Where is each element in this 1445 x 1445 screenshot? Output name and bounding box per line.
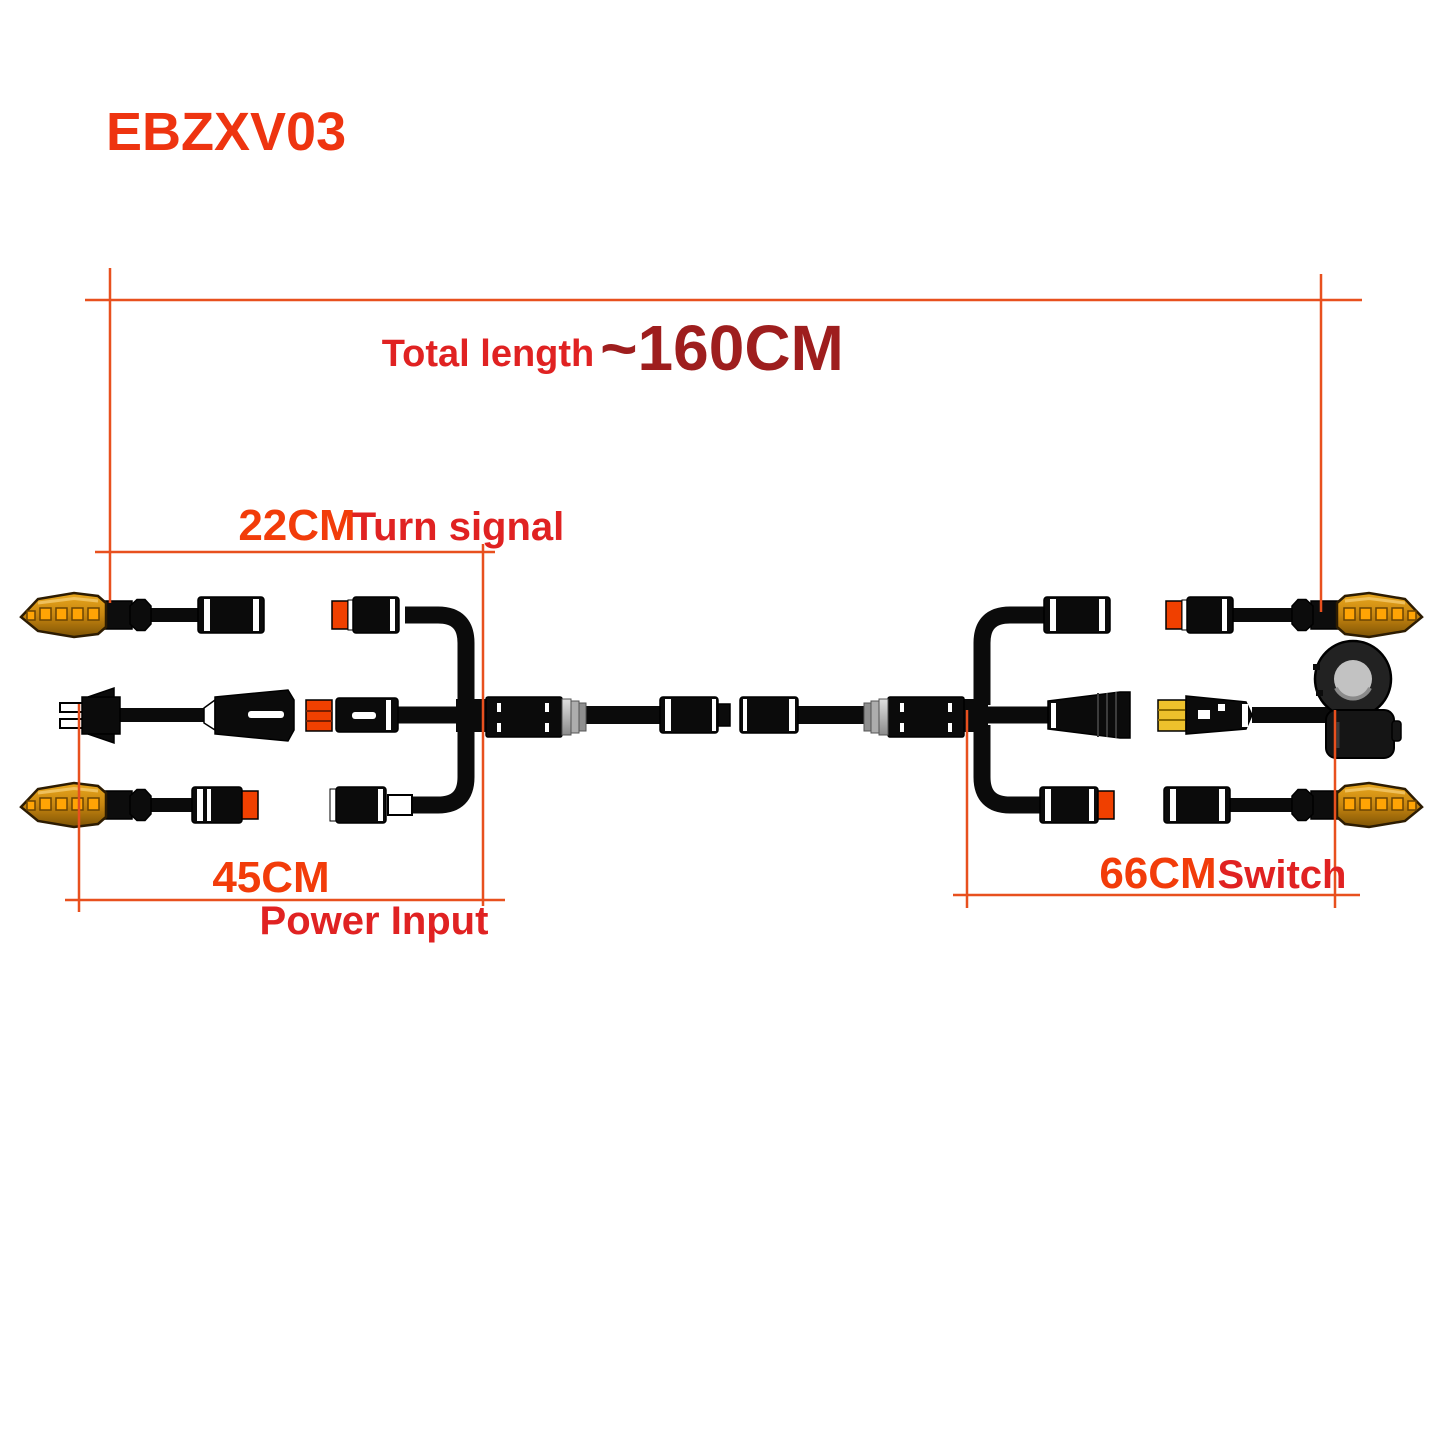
switch-length-value: 66CM (1099, 849, 1216, 898)
branch-connector-orange-tip (331, 596, 400, 634)
power-input-length-value: 45CM (212, 853, 329, 902)
right-y-splitter (863, 696, 988, 738)
turn-signal-lamp-bottom-right (1290, 781, 1424, 829)
lamp-side-connector (1163, 786, 1231, 824)
yellow-contact-connector (1157, 695, 1253, 735)
turn-signal-branch-bottom-right (1039, 781, 1424, 829)
power-input-plug (59, 686, 121, 745)
center-female-connector (739, 696, 799, 734)
dimension-turn-signal-lines (95, 544, 495, 906)
lamp-side-connector (197, 596, 265, 634)
switch-cable-connector (1047, 691, 1131, 739)
dimension-total-length-lines (85, 268, 1362, 612)
branch-connector (329, 786, 413, 824)
left-y-splitter (456, 696, 587, 738)
total-length-label: Total length (382, 333, 595, 375)
center-male-connector (659, 696, 731, 734)
branch-connector (1043, 596, 1111, 634)
turn-signal-label: Turn signal (352, 505, 565, 549)
switch-label: Switch (1218, 853, 1347, 897)
lamp-side-connector-orange-tip (1165, 596, 1234, 634)
turn-signal-lamp-bottom-left (19, 781, 413, 829)
turn-signal-lamp-top-right (1290, 591, 1424, 639)
turn-signal-branch-top-right (1043, 591, 1424, 639)
switch-branch (1047, 639, 1402, 759)
total-length-value: ~160CM (600, 312, 844, 384)
diagram-title: EBZXV03 (106, 102, 346, 162)
turn-signal-lamp-top-left (19, 591, 400, 639)
wiring-harness (19, 591, 1424, 829)
power-input-label: Power Input (260, 899, 489, 943)
dimension-switch-lines (953, 710, 1360, 908)
power-cable-connector (203, 689, 295, 742)
power-input-branch (59, 686, 399, 745)
handlebar-switch (1313, 639, 1402, 759)
branch-connector-orange-tip (1039, 786, 1115, 824)
dimension-lines (65, 268, 1362, 912)
center-inline-connectors (659, 696, 799, 734)
dimension-power-input-lines (65, 704, 505, 912)
splitter-power-connector-orange (305, 697, 399, 733)
turn-signal-length-value: 22CM (238, 501, 355, 550)
lamp-side-connector-orange-tip (191, 786, 259, 824)
